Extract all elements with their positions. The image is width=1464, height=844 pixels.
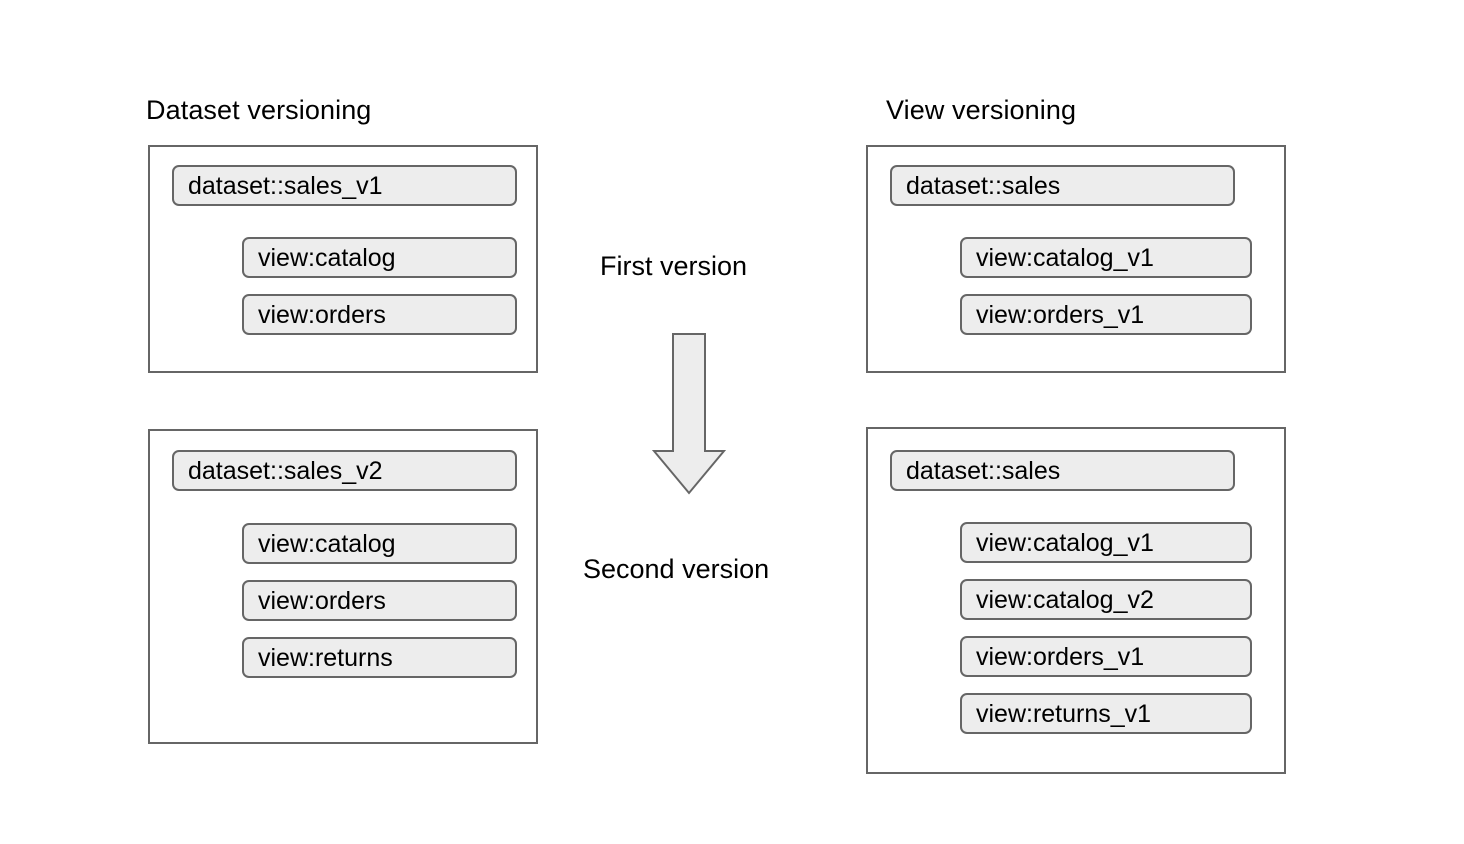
dataset-pill-sales-v2[interactable]: dataset::sales_v2 <box>172 450 517 491</box>
view-pill-returns[interactable]: view:returns <box>242 637 517 678</box>
view-pill-orders-v1[interactable]: view:orders_v1 <box>960 294 1252 335</box>
view-pill-catalog-v1[interactable]: view:catalog_v1 <box>960 522 1252 563</box>
right-column-title: View versioning <box>886 95 1077 125</box>
view-pill-catalog[interactable]: view:catalog <box>242 523 517 564</box>
view-pill-catalog[interactable]: view:catalog <box>242 237 517 278</box>
view-versioning-second-version-group: dataset::sales view:catalog_v1 view:cata… <box>866 427 1286 774</box>
arrow-down-icon <box>652 333 726 495</box>
view-pill-orders[interactable]: view:orders <box>242 294 517 335</box>
dataset-pill-sales[interactable]: dataset::sales <box>890 450 1235 491</box>
dataset-versioning-second-version-group: dataset::sales_v2 view:catalog view:orde… <box>148 429 538 744</box>
dataset-versioning-first-version-group: dataset::sales_v1 view:catalog view:orde… <box>148 145 538 373</box>
view-pill-returns-v1[interactable]: view:returns_v1 <box>960 693 1252 734</box>
view-pill-orders-v1[interactable]: view:orders_v1 <box>960 636 1252 677</box>
view-pill-catalog-v1[interactable]: view:catalog_v1 <box>960 237 1252 278</box>
view-pill-catalog-v2[interactable]: view:catalog_v2 <box>960 579 1252 620</box>
dataset-pill-sales-v1[interactable]: dataset::sales_v1 <box>172 165 517 206</box>
second-version-label: Second version <box>583 554 770 584</box>
view-versioning-first-version-group: dataset::sales view:catalog_v1 view:orde… <box>866 145 1286 373</box>
view-pill-orders[interactable]: view:orders <box>242 580 517 621</box>
dataset-pill-sales[interactable]: dataset::sales <box>890 165 1235 206</box>
first-version-label: First version <box>600 251 748 281</box>
left-column-title: Dataset versioning <box>146 95 372 125</box>
